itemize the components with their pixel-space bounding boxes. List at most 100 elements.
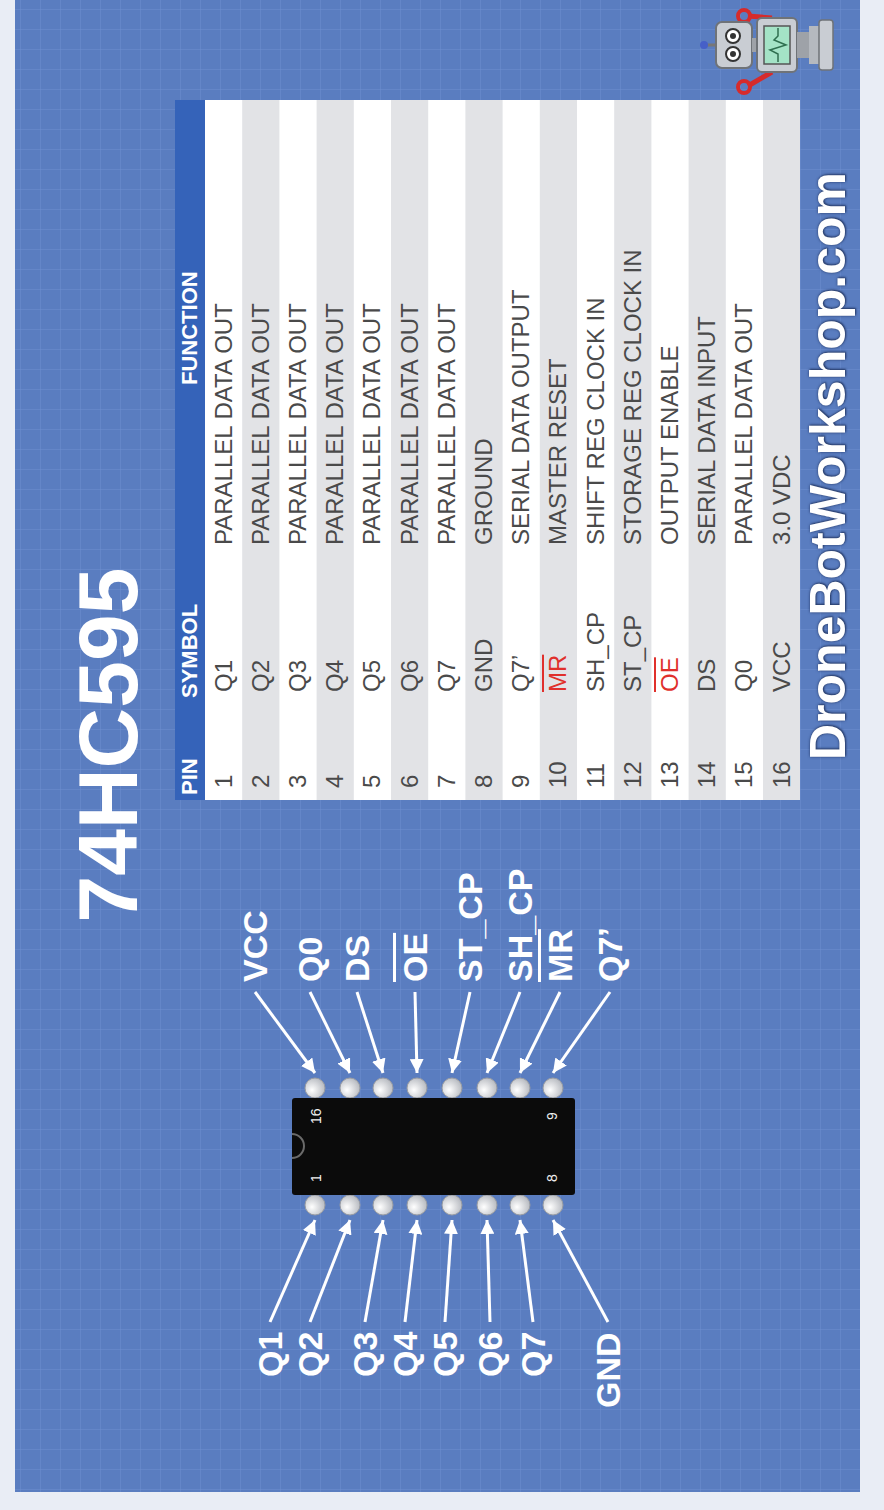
pin-symbol: Q3 — [286, 660, 310, 692]
robot-wrench — [738, 81, 750, 93]
pin-function: PARALLEL DATA OUT — [212, 303, 236, 545]
pin-dot — [407, 1195, 427, 1215]
robot-base — [809, 26, 819, 64]
pin-symbol: Q7’ — [509, 655, 533, 692]
pin-dot — [477, 1195, 497, 1215]
pin-function: PARALLEL DATA OUT — [249, 303, 273, 545]
pin-function: 3.0 VDC — [770, 454, 794, 545]
pin-number: 10 — [546, 761, 570, 788]
robot-logo — [700, 10, 833, 93]
robot-antenna-tip — [700, 41, 708, 49]
pin-number: 6 — [398, 775, 422, 788]
pin-number: 9 — [509, 775, 533, 788]
pin-label: Q5 — [428, 1332, 462, 1377]
table-row-stripe — [763, 100, 800, 800]
pin-function: PARALLEL DATA OUT — [732, 303, 756, 545]
pin-label: Q1 — [253, 1332, 287, 1377]
leader-arrow — [553, 992, 610, 1073]
table-row-stripe — [391, 100, 428, 800]
pin-function: SHIFT REG CLOCK IN — [584, 297, 608, 545]
table-row-stripe — [465, 100, 502, 800]
leader-arrows — [255, 992, 610, 1322]
pin-label: Q3 — [348, 1332, 382, 1377]
pin-number: 15 — [732, 761, 756, 788]
robot-pupil — [730, 51, 736, 57]
pin-function: PARALLEL DATA OUT — [360, 303, 384, 545]
pin-symbol: Q2 — [249, 660, 273, 692]
pin-dot — [373, 1078, 393, 1098]
pin-function: PARALLEL DATA OUT — [435, 303, 459, 545]
pin-symbol: Q0 — [732, 660, 756, 692]
pin-label: MR — [543, 929, 577, 982]
pin-symbol: Q1 — [212, 660, 236, 692]
pin-label: SH_CP — [503, 869, 537, 982]
watermark: DroneBotWorkshop.com — [803, 172, 853, 760]
pin-dot — [442, 1078, 462, 1098]
pin-function: PARALLEL DATA OUT — [286, 303, 310, 545]
pin-function: SERIAL DATA OUTPUT — [509, 289, 533, 545]
leader-arrow — [553, 1220, 608, 1322]
pin-symbol: Q4 — [323, 660, 347, 692]
robot-body — [757, 18, 797, 72]
robot-eye — [726, 29, 740, 43]
leader-arrow — [520, 1220, 533, 1322]
pin-dot — [510, 1195, 530, 1215]
pin-function: SERIAL DATA INPUT — [695, 316, 719, 545]
blue-background — [15, 0, 860, 1492]
leader-arrow — [365, 1220, 383, 1322]
robot-arm — [748, 72, 772, 86]
pin-label: ST_CP — [453, 872, 487, 982]
leader-arrow — [487, 1220, 490, 1322]
pin-number: 8 — [472, 775, 496, 788]
pin-label: DS — [340, 935, 374, 982]
chip-notch — [292, 1132, 308, 1162]
pin-symbol: Q5 — [360, 660, 384, 692]
pin-number: 3 — [286, 775, 310, 788]
pin-function: PARALLEL DATA OUT — [398, 303, 422, 545]
pin-symbol: SH_CP — [584, 612, 608, 692]
pin-dot — [510, 1078, 530, 1098]
pinout-table — [175, 100, 800, 800]
chip-notch-arc — [292, 1135, 304, 1159]
pin-dot — [442, 1195, 462, 1215]
pin-index-number: 8 — [545, 1174, 559, 1182]
pin-label: Q4 — [388, 1332, 422, 1377]
pin-label: VCC — [238, 910, 272, 982]
pin-number: 16 — [770, 761, 794, 788]
table-row-stripe — [614, 100, 651, 800]
leader-arrow — [255, 992, 315, 1073]
pin-number: 1 — [212, 775, 236, 788]
pin-symbol: Q6 — [398, 660, 422, 692]
pin-number: 11 — [584, 763, 608, 788]
table-header: PIN — [179, 758, 201, 795]
pin-index-number: 16 — [309, 1108, 323, 1124]
pin-function: STORAGE REG CLOCK IN — [621, 249, 645, 545]
pin-number: 14 — [695, 761, 719, 788]
pin-symbol: GND — [472, 639, 496, 692]
chip-title: 74HC595 — [66, 568, 150, 923]
leader-arrow — [520, 992, 560, 1073]
pin-function: MASTER RESET — [546, 358, 570, 545]
table-row-stripe — [540, 100, 577, 800]
pin-symbol: VCC — [770, 641, 794, 692]
leader-arrow — [405, 1220, 417, 1322]
pin-dot — [340, 1078, 360, 1098]
pin-dot — [543, 1195, 563, 1215]
table-row-stripe — [317, 100, 354, 800]
leader-arrow — [415, 992, 417, 1073]
pin-dot — [477, 1078, 497, 1098]
pin-label: Q0 — [293, 937, 327, 982]
pin-symbol: DS — [695, 659, 719, 692]
leader-arrow — [310, 992, 350, 1073]
table-header-band — [175, 100, 205, 800]
pin-index-number: 1 — [309, 1174, 323, 1182]
pin-label: OE — [398, 933, 432, 982]
table-row-stripe — [689, 100, 726, 800]
robot-wrench — [738, 10, 750, 22]
leader-arrow — [270, 1220, 315, 1322]
pin-label: Q6 — [473, 1332, 507, 1377]
pin-number: 12 — [621, 761, 645, 788]
pin-dot — [305, 1078, 325, 1098]
pin-number: 13 — [658, 761, 682, 788]
